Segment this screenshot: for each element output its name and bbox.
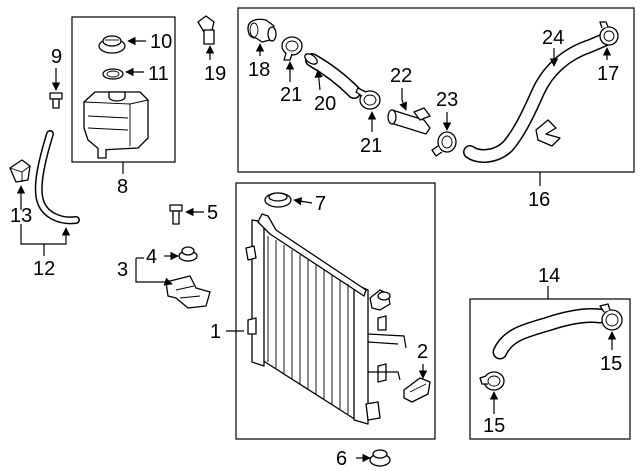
callout-14: 14	[538, 265, 560, 287]
part-18-elbow	[247, 18, 277, 43]
part-5-bolt	[169, 204, 183, 225]
part-15-clamp-left	[479, 371, 505, 391]
callout-13: 13	[10, 205, 32, 227]
callout-24: 24	[542, 27, 564, 49]
callout-19: 19	[204, 63, 226, 85]
part-11-ring	[102, 68, 124, 80]
callout-7: 7	[315, 193, 326, 215]
part-3-bracket	[165, 275, 211, 309]
callout-11: 11	[148, 63, 169, 85]
part-1-radiator	[245, 213, 407, 425]
part-6-grommet	[369, 449, 391, 467]
callout-15-left: 15	[483, 415, 505, 437]
callout-21-upper: 21	[280, 84, 302, 106]
part-19-connector	[197, 15, 215, 45]
part-21-clamp-lower	[355, 87, 381, 110]
callout-20: 20	[314, 93, 336, 115]
callout-8: 8	[117, 176, 128, 198]
callout-22: 22	[390, 65, 412, 87]
part-20-hose	[304, 53, 361, 99]
callout-23: 23	[436, 89, 458, 111]
hose-group-box	[237, 7, 635, 173]
callout-21-lower: 21	[360, 135, 382, 157]
part-hose-bracket	[535, 119, 561, 147]
part-22-pipe	[387, 107, 431, 135]
callout-9: 9	[51, 46, 62, 68]
callout-17: 17	[597, 63, 619, 85]
part-8-reservoir	[83, 91, 149, 159]
part-21-clamp-upper	[281, 36, 303, 61]
part-12-overflow-hose	[34, 130, 80, 225]
callout-3: 3	[117, 259, 128, 281]
part-10-cap	[98, 35, 126, 54]
part-15-clamp-right	[599, 303, 623, 331]
callout-labels: 10 11 9 8 13 12 19 18 21 20 21 22 23 24 …	[10, 27, 622, 470]
callout-5: 5	[207, 202, 218, 224]
lower-hose-group-box	[469, 298, 631, 440]
callout-2: 2	[417, 341, 428, 363]
part-4-grommet	[178, 246, 198, 262]
part-13-clip	[9, 159, 31, 183]
callout-6: 6	[336, 448, 347, 470]
part-23-clamp	[431, 131, 457, 157]
callout-10: 10	[150, 31, 172, 53]
leader-lines	[16, 36, 617, 463]
callout-15-right: 15	[600, 353, 622, 375]
radiator-group-box	[235, 182, 436, 440]
callout-1: 1	[210, 321, 221, 343]
part-14-lower-hose	[492, 308, 608, 360]
part-9-bolt	[49, 92, 63, 109]
part-7-radiator-cap	[264, 192, 292, 208]
callout-4: 4	[146, 246, 157, 268]
part-24-hose	[463, 33, 611, 163]
callout-16: 16	[528, 189, 550, 211]
part-17-clamp	[599, 21, 619, 46]
callout-18: 18	[248, 59, 270, 81]
part-2-fitting	[403, 377, 431, 403]
callout-12: 12	[33, 258, 55, 280]
